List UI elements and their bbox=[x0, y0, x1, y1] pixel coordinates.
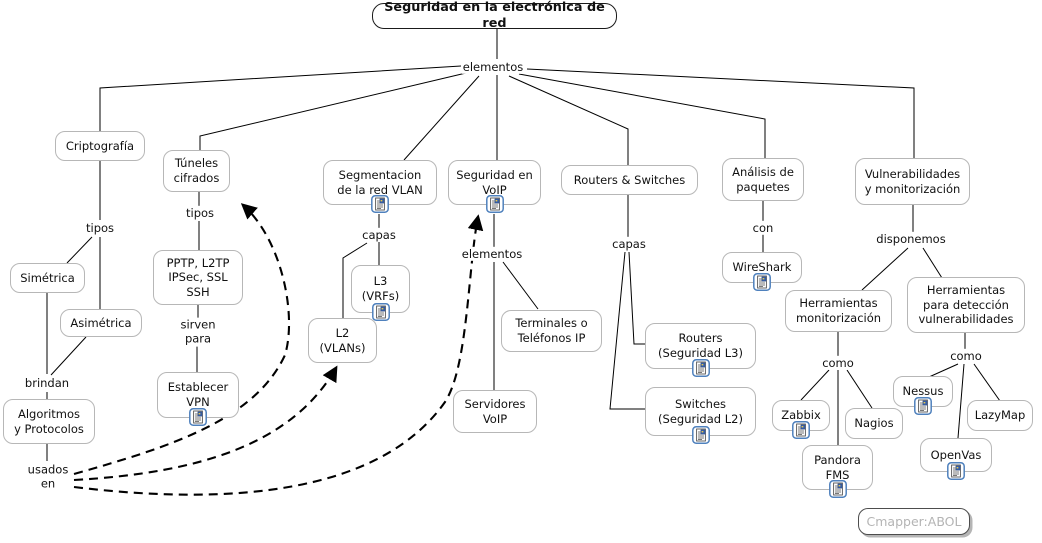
node-label: Seguridad en VoIP bbox=[456, 167, 533, 197]
link-label-capas-vlan[interactable]: capas bbox=[361, 227, 397, 243]
node-tuneles-cifrados[interactable]: Túneles cifrados bbox=[163, 150, 230, 192]
link-label-brindan[interactable]: brindan bbox=[23, 375, 71, 391]
node-herramientas-monitorizacion[interactable]: Herramientas monitorización bbox=[785, 290, 892, 332]
resource-icon[interactable] bbox=[792, 421, 810, 439]
node-label: Zabbix bbox=[781, 408, 821, 423]
resource-icon[interactable] bbox=[828, 480, 847, 498]
node-nessus[interactable]: Nessus bbox=[893, 376, 953, 415]
resource-icon[interactable] bbox=[914, 397, 932, 415]
link-label-tipos-tuneles[interactable]: tipos bbox=[184, 205, 216, 221]
link-label-tipos-criptografia[interactable]: tipos bbox=[84, 220, 116, 236]
node-l3-vrfs[interactable]: L3 (VRFs) bbox=[351, 265, 410, 321]
node-zabbix[interactable]: Zabbix bbox=[772, 400, 830, 439]
link-label-elementos-voip[interactable]: elementos bbox=[460, 246, 524, 262]
node-routers-switches[interactable]: Routers & Switches bbox=[561, 165, 698, 195]
node-title[interactable]: Seguridad en la electrónica de red bbox=[372, 0, 617, 31]
resource-icon[interactable] bbox=[371, 303, 390, 321]
node-label: Segmentacion de la red VLAN bbox=[337, 167, 423, 197]
node-pandora-fms[interactable]: Pandora FMS bbox=[802, 445, 873, 498]
node-routers-l3[interactable]: Routers (Seguridad L3) bbox=[645, 323, 756, 377]
node-seguridad-voip[interactable]: Seguridad en VoIP bbox=[448, 160, 541, 213]
node-asimetrica[interactable]: Asimétrica bbox=[60, 309, 142, 337]
node-algoritmos-protocolos[interactable]: Algoritmos y Protocolos bbox=[3, 399, 95, 444]
node-establecer-vpn[interactable]: Establecer VPN bbox=[157, 372, 239, 426]
link-label-como-monitorizacion[interactable]: como bbox=[821, 355, 855, 371]
resource-icon[interactable] bbox=[753, 273, 771, 291]
link-label-como-deteccion[interactable]: como bbox=[949, 348, 983, 364]
resource-icon[interactable] bbox=[691, 426, 710, 444]
node-segmentacion-vlan[interactable]: Segmentacion de la red VLAN bbox=[323, 160, 437, 213]
link-label-usados-en[interactable]: usados en bbox=[26, 462, 70, 492]
node-analisis-paquetes[interactable]: Análisis de paquetes bbox=[722, 158, 804, 201]
node-servidores-voip[interactable]: Servidores VoIP bbox=[453, 390, 537, 433]
node-label: L3 (VRFs) bbox=[361, 274, 400, 303]
node-herramientas-deteccion[interactable]: Herramientas para detección vulnerabilid… bbox=[907, 277, 1025, 333]
node-label: Pandora FMS bbox=[814, 452, 861, 482]
node-lazymap[interactable]: LazyMap bbox=[967, 400, 1033, 431]
link-label-sirven-para[interactable]: sirven para bbox=[179, 317, 217, 347]
node-label: Switches (Seguridad L2) bbox=[658, 396, 743, 426]
link-label-capas-routers-switches[interactable]: capas bbox=[611, 236, 647, 252]
resource-icon[interactable] bbox=[691, 359, 710, 377]
node-simetrica[interactable]: Simétrica bbox=[10, 263, 85, 293]
node-pptp-protocolos[interactable]: PPTP, L2TP IPSec, SSL SSH bbox=[153, 250, 243, 305]
node-vulnerabilidades[interactable]: Vulnerabilidades y monitorización bbox=[855, 158, 970, 205]
node-label: Establecer VPN bbox=[167, 380, 229, 409]
node-openvas[interactable]: OpenVas bbox=[920, 438, 992, 480]
resource-icon[interactable] bbox=[189, 408, 207, 426]
link-label-elementos-root[interactable]: elementos bbox=[461, 59, 525, 75]
resource-icon[interactable] bbox=[485, 195, 504, 213]
node-switches-l2[interactable]: Switches (Seguridad L2) bbox=[645, 387, 756, 444]
link-label-disponemos[interactable]: disponemos bbox=[875, 231, 947, 247]
node-terminales-ip[interactable]: Terminales o Teléfonos IP bbox=[501, 310, 602, 352]
link-label-con[interactable]: con bbox=[751, 220, 775, 236]
node-label: Routers (Seguridad L3) bbox=[658, 331, 743, 360]
resource-icon[interactable] bbox=[371, 195, 389, 213]
node-wireshark[interactable]: WireShark bbox=[722, 252, 802, 291]
watermark-cmapper: Cmapper:ABOL bbox=[858, 508, 970, 535]
node-label: WireShark bbox=[732, 260, 792, 275]
node-label: OpenVas bbox=[930, 447, 982, 462]
node-label: Nessus bbox=[902, 384, 944, 399]
node-nagios[interactable]: Nagios bbox=[845, 408, 903, 439]
node-criptografia[interactable]: Criptografía bbox=[55, 131, 145, 161]
node-l2-vlans[interactable]: L2 (VLANs) bbox=[308, 318, 377, 363]
resource-icon[interactable] bbox=[947, 462, 965, 480]
